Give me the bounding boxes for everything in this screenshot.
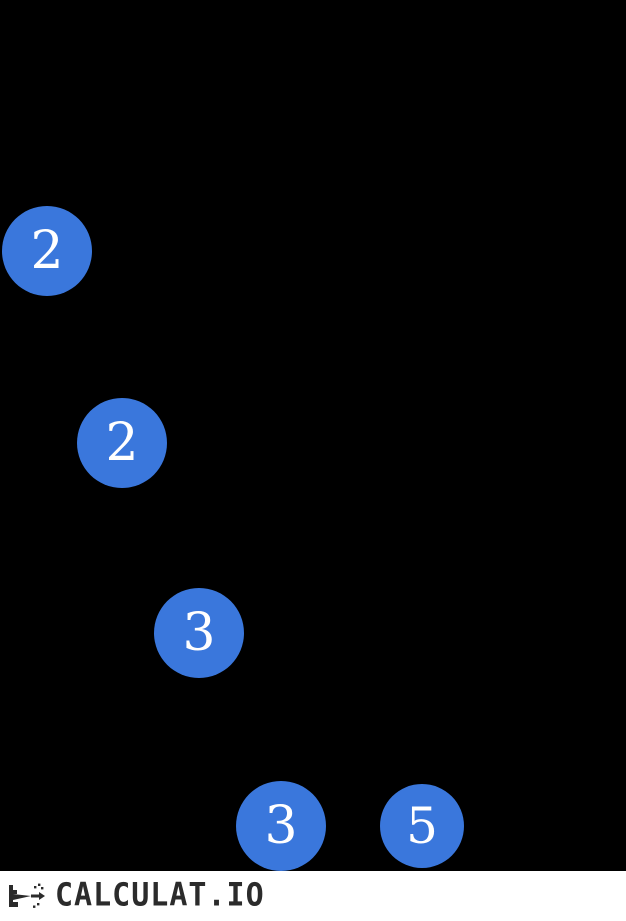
factor-node-label: 3 [264, 796, 298, 856]
diagram-canvas: 2 2 3 3 5 [2, 206, 464, 871]
watermark-bar: CALCULAT.IO [0, 871, 626, 921]
calculatio-mark-icon [9, 883, 45, 908]
factor-node: 3 [236, 781, 326, 871]
factor-node-label: 3 [182, 603, 216, 663]
factor-node-label: 5 [406, 797, 438, 855]
factor-node: 3 [154, 588, 244, 678]
factor-node: 5 [380, 784, 464, 868]
brand-logo[interactable]: CALCULAT.IO [5, 879, 267, 913]
factor-node: 2 [2, 206, 92, 296]
factor-node-label: 2 [105, 413, 139, 473]
brand-text: CALCULAT.IO [55, 876, 265, 915]
factor-node: 2 [77, 398, 167, 488]
factor-node-label: 2 [30, 221, 64, 281]
